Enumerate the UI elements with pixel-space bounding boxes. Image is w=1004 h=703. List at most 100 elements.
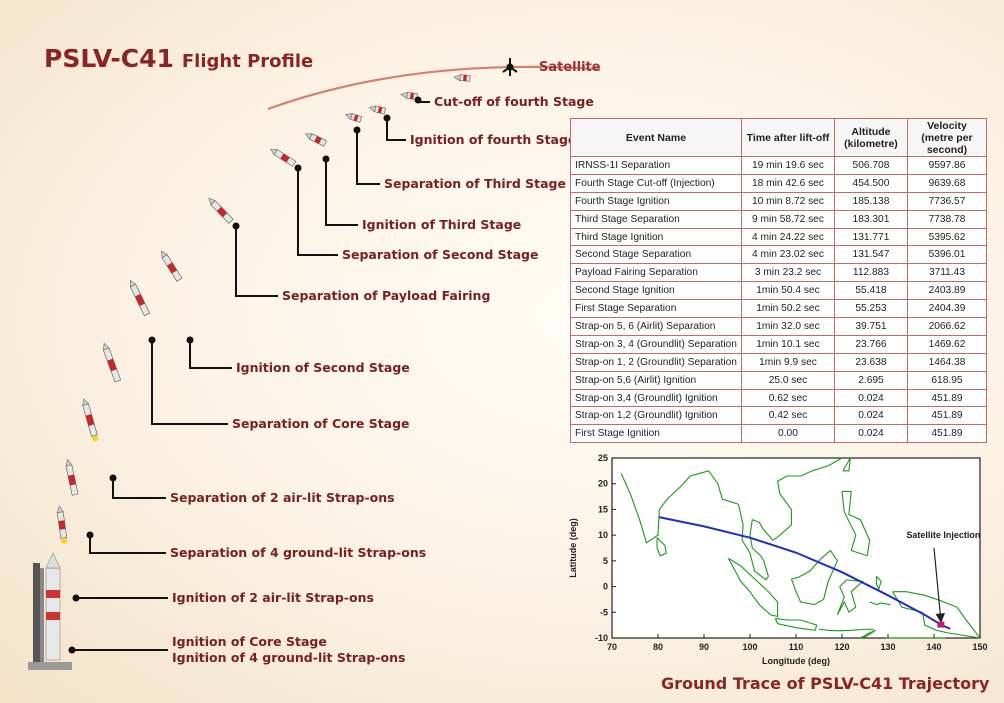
cell-time: 1min 10.1 sec	[740, 334, 835, 354]
event-leader-line	[89, 535, 166, 554]
cell-velocity: 3711.43	[906, 263, 988, 283]
cell-altitude: 454.500	[833, 173, 908, 193]
cell-velocity: 451.89	[906, 424, 988, 444]
rocket-icon	[453, 74, 471, 82]
cell-time: 10 min 8.72 sec	[740, 191, 835, 211]
th-velocity-line2: (metre per second)	[921, 131, 973, 156]
y-tick-label: 25	[598, 453, 608, 463]
cell-altitude: 185.138	[833, 191, 908, 211]
th-time: Time after lift-off	[740, 118, 835, 157]
y-tick-label: 20	[598, 479, 608, 489]
cell-velocity: 9597.86	[906, 156, 988, 175]
cell-altitude: 55.418	[833, 281, 908, 301]
coastline-path	[790, 549, 839, 606]
cell-event: Third Stage Separation	[570, 209, 742, 229]
coastline-path	[875, 575, 882, 591]
cell-altitude: 2.695	[833, 370, 908, 390]
rocket-icon	[368, 105, 386, 115]
cell-altitude: 183.301	[833, 209, 908, 229]
coastline-path	[841, 490, 871, 557]
x-tick-label: 80	[653, 642, 663, 652]
cell-time: 4 min 23.02 sec	[740, 245, 835, 265]
satellite-icon	[502, 58, 518, 76]
cell-velocity: 2403.89	[906, 281, 988, 301]
cell-event: Strap-on 3, 4 (Groundlit) Separation	[570, 334, 742, 354]
y-tick-label: 5	[603, 556, 608, 566]
x-tick-label: 100	[742, 642, 757, 652]
x-tick-label: 150	[972, 642, 987, 652]
cell-time: 0.62 sec	[740, 388, 835, 408]
cell-event: Fourth Stage Ignition	[570, 191, 742, 211]
title-sub: Flight Profile	[181, 51, 314, 72]
satellite-separation-label: Satellite Separation	[539, 60, 600, 75]
event-leader-line	[112, 478, 166, 499]
event-leader-line	[151, 340, 228, 425]
plot-frame	[611, 457, 981, 639]
event-leader-line	[386, 118, 406, 141]
coastline-path	[774, 617, 818, 631]
rocket-icon	[270, 148, 297, 167]
cell-altitude: 112.883	[833, 263, 908, 283]
cell-velocity: 451.89	[906, 388, 988, 408]
event-label: Cut-off of fourth Stage	[434, 94, 594, 109]
cell-velocity: 1469.62	[906, 334, 988, 354]
cell-altitude: 39.751	[833, 317, 908, 336]
rocket-icon	[65, 458, 79, 496]
cell-time: 9 min 58.72 sec	[740, 209, 835, 229]
cell-event: Strap-on 3,4 (Groundlit) Ignition	[570, 388, 742, 408]
table-header-row: Event Name Time after lift-off Altitude(…	[570, 118, 988, 157]
event-label: Separation of Payload Fairing	[282, 288, 490, 303]
th-altitude-line2: (kilometre)	[844, 137, 898, 150]
cell-time: 4 min 24.22 sec	[740, 227, 835, 247]
cell-altitude: 0.024	[833, 424, 908, 444]
cell-time: 19 min 19.6 sec	[740, 156, 835, 175]
cell-event: Fourth Stage Cut-off (Injection)	[570, 173, 742, 193]
coastline-path	[860, 629, 876, 639]
title-main: PSLV-C41	[44, 44, 174, 73]
cell-altitude: 0.024	[833, 388, 908, 408]
rocket-icon	[161, 250, 183, 282]
y-tick-label: -5	[600, 607, 608, 617]
x-tick-label: 90	[699, 642, 709, 652]
cell-event: Strap-on 1,2 (Groundlit) Ignition	[570, 406, 742, 426]
th-velocity-line1: Velocity	[927, 119, 967, 132]
rocket-icon	[304, 133, 327, 147]
injection-marker	[937, 621, 945, 628]
injection-arrow	[933, 547, 945, 624]
cell-event: Second Stage Separation	[570, 245, 742, 265]
event-label: Ignition of Third Stage	[362, 217, 521, 232]
x-tick-label: 70	[607, 642, 617, 652]
cell-altitude: 23.638	[833, 352, 908, 372]
cell-velocity: 5395.62	[906, 227, 988, 247]
rocket-icon	[56, 505, 68, 544]
cell-time: 1min 9.9 sec	[740, 352, 835, 372]
event-leader-line	[189, 340, 232, 369]
event-label: Ignition of 2 air-lit Strap-ons	[172, 590, 374, 605]
cell-time: 3 min 23.2 sec	[740, 263, 835, 283]
event-leader-line	[356, 130, 380, 185]
cell-altitude: 55.253	[833, 299, 908, 319]
th-event: Event Name	[570, 118, 742, 157]
cell-event: IRNSS-1I Separation	[570, 156, 742, 175]
event-label: Separation of Core Stage	[232, 416, 410, 431]
event-label: Ignition of Core Stage	[172, 634, 327, 649]
chart-title: Ground Trace of PSLV-C41 Trajectory	[661, 674, 990, 693]
rocket-trajectory-icons	[56, 74, 471, 544]
cell-event: Third Stage Ignition	[570, 227, 742, 247]
y-tick-label: 0	[603, 582, 608, 592]
event-leader-line	[417, 100, 430, 103]
flight-profile-diagram: Satellite Separation Ignition of Core St…	[28, 58, 600, 670]
x-tick-label: 130	[880, 642, 895, 652]
cell-event: Payload Fairing Separation	[570, 263, 742, 283]
event-label: Separation of Third Stage	[384, 176, 566, 191]
coastline-path	[869, 601, 891, 606]
